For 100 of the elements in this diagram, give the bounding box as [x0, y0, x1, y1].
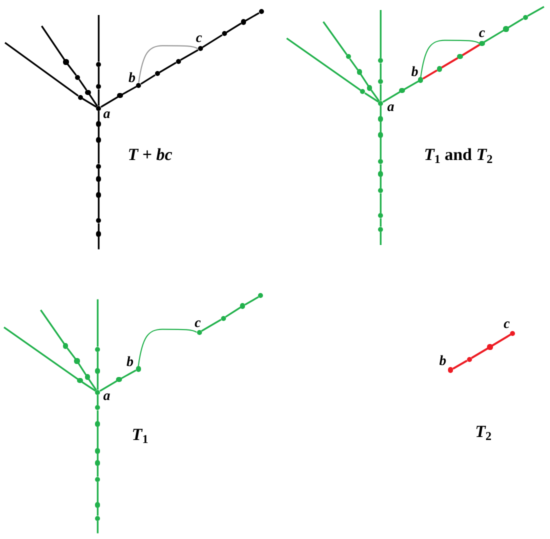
edge-line — [452, 360, 468, 370]
edge-line — [380, 10, 382, 58]
vertex-dot — [95, 516, 100, 521]
edge-line — [201, 318, 222, 332]
vertex-label: b — [126, 356, 134, 370]
vertex-dot — [77, 378, 83, 384]
edge-line — [484, 30, 504, 43]
edge-line — [96, 374, 99, 390]
vertex-dot — [378, 213, 384, 218]
vertex-dot — [75, 74, 80, 80]
edge-line — [441, 57, 458, 69]
vertex-dot — [378, 159, 384, 164]
edge-line — [98, 126, 100, 138]
vertex-dot — [466, 356, 472, 362]
edge-line — [180, 49, 198, 61]
vertex-dot — [63, 343, 68, 349]
edge-line — [66, 348, 76, 360]
edge-line — [382, 91, 400, 103]
edge-line — [370, 90, 380, 102]
edge-line — [98, 89, 100, 106]
vertex-dot — [378, 116, 384, 122]
curved-edge — [138, 45, 198, 83]
edge-line — [380, 122, 382, 132]
vertex-label: c — [504, 318, 510, 332]
vertex-dot — [95, 405, 100, 410]
vertex-dot — [487, 344, 493, 350]
vertex-dot — [96, 176, 102, 182]
edge-line — [78, 78, 88, 91]
vertex-dot — [367, 85, 372, 91]
vertex-dot — [95, 346, 100, 352]
panel-title: T + bc — [128, 145, 172, 165]
panel-title: T$_{2}$ — [475, 422, 492, 442]
vertex-dot — [346, 54, 351, 60]
vertex-dot — [378, 58, 384, 64]
vertex-dot — [63, 59, 69, 65]
vertex-label: c — [196, 32, 202, 46]
edge-line — [82, 98, 97, 108]
vertex-dot — [96, 218, 102, 224]
edge-line — [349, 58, 358, 70]
edge-line — [96, 426, 99, 448]
edge-line — [462, 44, 480, 56]
edge-line — [492, 334, 511, 347]
vertex-dot — [95, 368, 100, 374]
vertex-label: b — [439, 355, 446, 370]
edge-line — [88, 378, 97, 391]
curved-edge — [420, 40, 480, 78]
vertex-dot — [96, 164, 102, 169]
edge-line — [41, 26, 66, 60]
vertex-dot — [356, 69, 362, 75]
edge-line — [122, 86, 137, 96]
vertex-dot — [378, 79, 384, 84]
edge-line — [508, 18, 524, 28]
vertex-label: a — [103, 108, 110, 122]
edge-line — [225, 306, 241, 318]
vertex-dot — [95, 448, 100, 454]
edge-line — [4, 326, 78, 380]
edge-line — [422, 69, 438, 80]
vertex-label: b — [128, 72, 136, 86]
vertex-dot — [78, 94, 83, 100]
vertex-dot — [95, 476, 100, 482]
edge-line — [96, 466, 99, 477]
edge-line — [322, 21, 348, 56]
vertex-dot — [96, 231, 102, 237]
vertex-dot — [378, 100, 384, 106]
vertex-dot — [258, 9, 264, 14]
edge-line — [98, 15, 100, 62]
edge-line — [96, 482, 99, 502]
vertex-dot — [457, 54, 463, 60]
vertex-dot — [522, 14, 528, 20]
edge-line — [140, 74, 156, 85]
vertex-dot — [116, 377, 122, 382]
edge-line — [96, 520, 99, 534]
edge-line — [527, 6, 544, 17]
vertex-dot — [117, 93, 123, 98]
vertex-dot — [96, 62, 102, 67]
edge-line — [286, 38, 362, 91]
vertex-dot — [479, 40, 485, 46]
vertex-dot — [378, 188, 384, 194]
vertex-dot — [222, 31, 227, 36]
edge-line — [98, 182, 100, 192]
vertex-dot — [240, 303, 246, 309]
panel-title: T$_{1}$ — [132, 425, 148, 445]
edge-line — [82, 381, 96, 392]
edge-line — [98, 66, 100, 84]
edge-line — [100, 380, 118, 392]
edge-line — [245, 12, 260, 22]
edge-line — [380, 193, 382, 214]
vertex-label: b — [411, 66, 418, 80]
edge-line — [404, 80, 419, 90]
edge-line — [380, 176, 382, 188]
vertex-dot — [448, 367, 454, 373]
vertex-dot — [503, 26, 509, 32]
edge-line — [66, 64, 77, 76]
vertex-dot — [96, 192, 102, 198]
edge-line — [380, 63, 382, 80]
vertex-dot — [85, 90, 91, 95]
edge-line — [364, 92, 379, 103]
vertex-dot — [176, 58, 181, 64]
vertex-dot — [95, 421, 100, 427]
vertex-dot — [360, 89, 366, 94]
